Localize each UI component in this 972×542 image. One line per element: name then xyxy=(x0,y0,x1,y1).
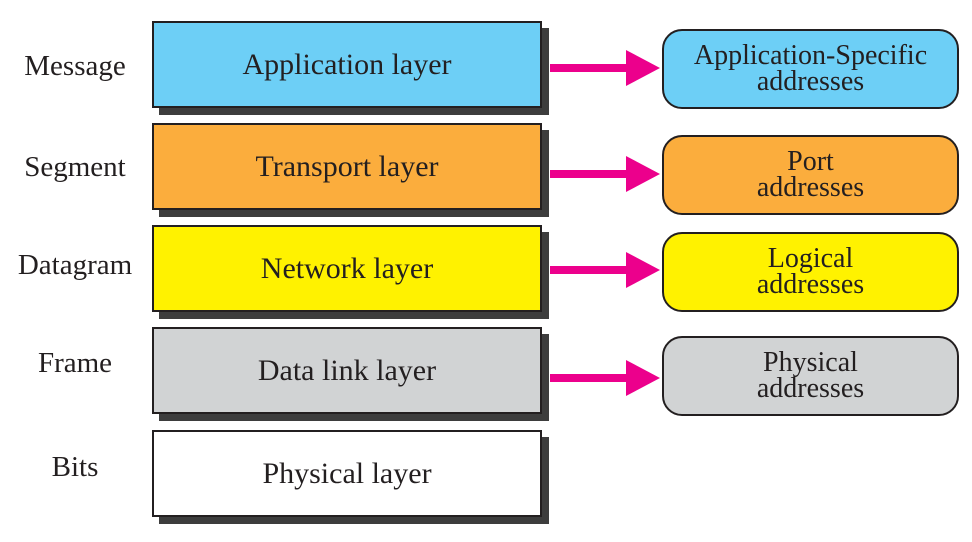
pdu-label-bits: Bits xyxy=(51,451,99,483)
layer-transport: Transport layer xyxy=(152,123,542,210)
layer-physical-label: Physical layer xyxy=(262,456,432,490)
address-line2: addresses xyxy=(756,269,865,300)
address-line2: addresses xyxy=(756,172,865,203)
layer-data-link: Data link layer xyxy=(152,327,542,414)
layer-application: Application layer xyxy=(152,21,542,108)
address-line1: Physical xyxy=(763,347,858,378)
address-port: Port addresses xyxy=(662,135,959,215)
address-line1: Logical xyxy=(767,243,854,274)
pdu-label-datagram: Datagram xyxy=(17,249,133,281)
layer-physical: Physical layer xyxy=(152,430,542,517)
layer-network: Network layer xyxy=(152,225,542,312)
right-arrow-icon xyxy=(550,50,660,86)
address-line1: Port xyxy=(787,146,834,177)
address-line1: Application-Specific xyxy=(693,40,928,71)
layer-data-link-label: Data link layer xyxy=(257,353,437,387)
right-arrow-icon xyxy=(550,252,660,288)
address-physical: Physical addresses xyxy=(662,336,959,416)
layer-network-label: Network layer xyxy=(260,251,434,285)
pdu-label-message: Message xyxy=(24,50,126,82)
pdu-label-segment: Segment xyxy=(24,151,126,183)
right-arrow-icon xyxy=(550,360,660,396)
address-logical: Logical addresses xyxy=(662,232,959,312)
address-application-specific: Application-Specific addresses xyxy=(662,29,959,109)
pdu-label-frame: Frame xyxy=(37,347,113,379)
layer-application-label: Application layer xyxy=(242,47,452,81)
layer-transport-label: Transport layer xyxy=(255,149,439,183)
address-line2: addresses xyxy=(756,373,865,404)
right-arrow-icon xyxy=(550,156,660,192)
address-line2: addresses xyxy=(756,66,865,97)
